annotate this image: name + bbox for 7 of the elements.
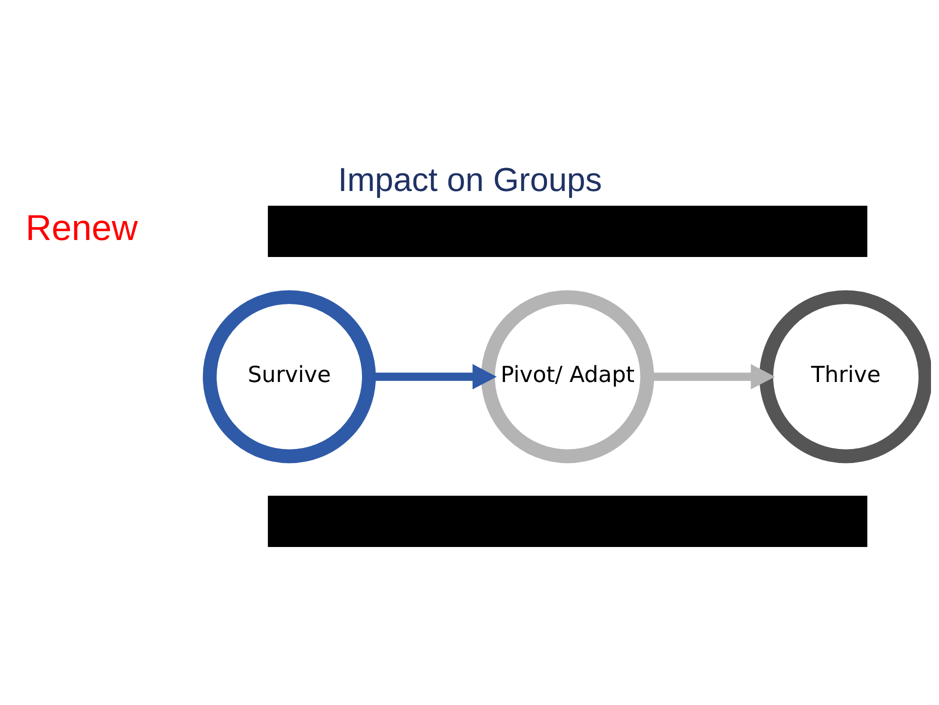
label: Renew <box>25 207 138 248</box>
node-bar <box>267 496 867 547</box>
node-circle: Pivot/ Adapt <box>480 290 654 464</box>
node-circle: Thrive <box>758 290 930 464</box>
diagram-title: Impact on Groups <box>337 162 602 199</box>
node-bar <box>267 206 867 257</box>
node-circle: Survive <box>202 290 376 464</box>
